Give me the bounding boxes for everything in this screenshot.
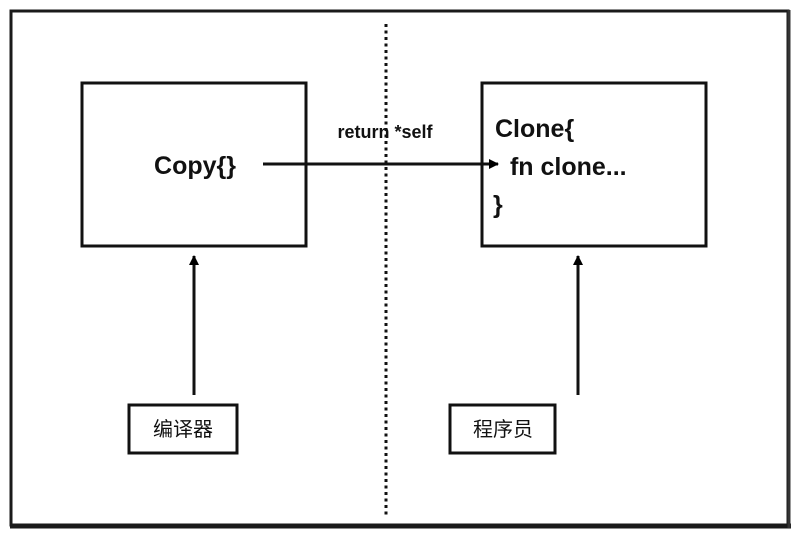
return-self-label: return *self <box>337 122 433 142</box>
copy-trait-label: Copy{} <box>154 152 236 180</box>
clone-trait-line-2: fn clone... <box>503 153 627 181</box>
programmer-box: 程序员 <box>448 403 557 455</box>
clone-trait-box: Clone{ fn clone... } <box>480 81 708 248</box>
programmer-label: 程序员 <box>473 418 533 441</box>
clone-trait-line-1: Clone{ <box>495 115 574 143</box>
copy-trait-box: Copy{} <box>80 81 308 248</box>
clone-trait-line-3: } <box>493 191 503 219</box>
compiler-box: 编译器 <box>127 403 239 455</box>
compiler-label: 编译器 <box>153 418 213 441</box>
